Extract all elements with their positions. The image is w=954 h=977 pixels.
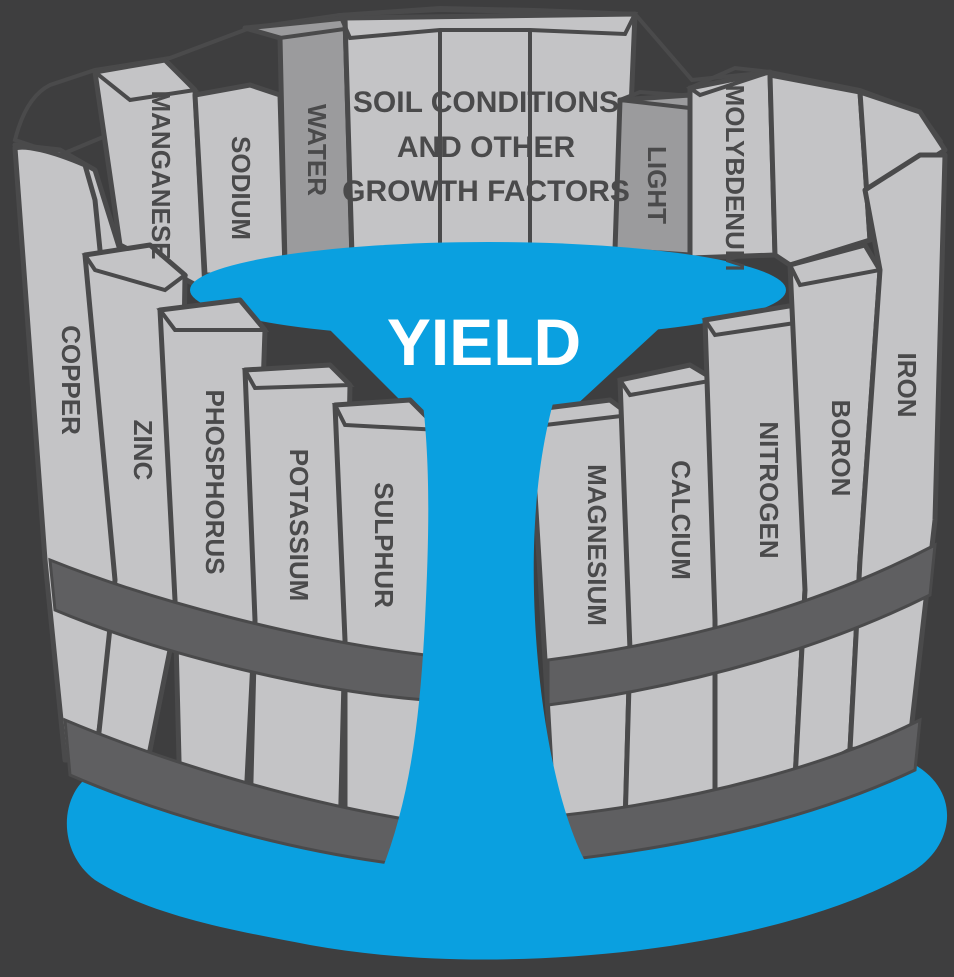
hoop-upper-right — [546, 542, 937, 707]
stave-label-copper: COPPER — [56, 325, 86, 435]
hoop-lower-right — [563, 717, 922, 862]
stave-label-phosphorus: PHOSPHORUS — [200, 390, 230, 575]
stave-label-manganese: MANGANESE — [146, 90, 176, 259]
stave-label-sodium: SODIUM — [226, 136, 256, 240]
waterfall — [380, 380, 590, 875]
stave-label-zinc: ZINC — [128, 420, 158, 481]
stave-label-boron: BORON — [826, 400, 856, 497]
back-panel-line-1: SOIL CONDITIONS — [353, 86, 619, 119]
stave-label-calcium: CALCIUM — [666, 460, 696, 580]
stave-label-water: WATER — [302, 104, 332, 196]
back-panel-line-3: GROWTH FACTORS — [342, 175, 630, 208]
stave-label-molybdenum: MOLYBDENUM — [720, 85, 750, 272]
stave-label-magnesium: MAGNESIUM — [582, 464, 612, 626]
stave-label-potassium: POTASSIUM — [284, 449, 314, 602]
stave-label-iron: IRON — [892, 353, 922, 418]
stave-label-sulphur: SULPHUR — [369, 482, 399, 608]
stave-label-light: LIGHT — [642, 146, 672, 224]
yield-label: YIELD — [387, 305, 581, 379]
stave-label-nitrogen: NITROGEN — [754, 421, 784, 558]
back-panel-line-2: AND OTHER — [397, 131, 576, 164]
